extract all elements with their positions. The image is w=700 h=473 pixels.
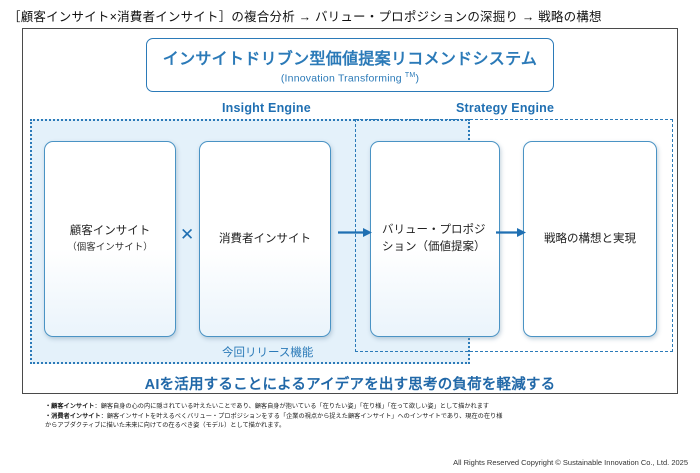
process-box-customer-insight-text: 顧客インサイト （個客インサイト）	[58, 223, 162, 254]
footnote-item-customer-insight: ・顧客インサイト：顧客自身の心の内に隠されている叶えたいことであり、顧客自身が抱…	[45, 402, 665, 412]
system-title-main: インサイトドリブン型価値提案リコメンドシステム	[162, 51, 538, 69]
process-box-customer-insight[interactable]: 顧客インサイト （個客インサイト）	[44, 141, 176, 337]
process-box-customer-insight-subtitle: （個客インサイト）	[67, 241, 153, 253]
process-box-strategy-realization-title: 戦略の構想と実現	[544, 232, 636, 245]
process-box-customer-insight-title: 顧客インサイト	[69, 225, 151, 238]
multiply-operator-icon: ✕	[180, 225, 195, 244]
footnote-item-consumer-insight: ・消費者インサイト：顧客インサイトを叶えるべくバリュー・プロポジションをする「企…	[45, 412, 665, 422]
system-title-sub-prefix: (Innovation Transforming	[280, 72, 405, 85]
process-box-strategy-realization[interactable]: 戦略の構想と実現	[523, 141, 657, 337]
footnote-body-consumer-insight-continued: からアブダクティブに描いた未来に向けての在るべき姿（モデル）として描かれます。	[45, 422, 286, 430]
value-statement-banner: AIを活用することによるアイデアを出す思考の負荷を軽減する	[144, 377, 556, 393]
process-box-consumer-insight-title: 消費者インサイト	[219, 232, 311, 245]
footnote-separator: ：	[94, 403, 101, 410]
system-title-box: インサイトドリブン型価値提案リコメンドシステム (Innovation Tran…	[146, 38, 554, 92]
arrow-right-icon-value-to-strategy	[496, 228, 526, 237]
strategy-engine-zone	[355, 119, 673, 352]
slide-headline: ［顧客インサイト×消費者インサイト］の複合分析 → バリュー・プロポジションの深…	[8, 10, 602, 24]
process-box-consumer-insight[interactable]: 消費者インサイト	[199, 141, 331, 337]
copyright-footer: All Rights Reserved Copyright © Sustaina…	[453, 458, 688, 467]
strategy-engine-label: Strategy Engine	[456, 101, 555, 115]
footnote-list: ・顧客インサイト：顧客自身の心の内に隠されている叶えたいことであり、顧客自身が抱…	[45, 402, 665, 431]
process-box-consumer-insight-text: 消費者インサイト	[210, 231, 320, 248]
trademark-mark: TM	[404, 72, 416, 80]
insight-engine-label: Insight Engine	[222, 101, 311, 115]
system-title-sub-suffix: )	[415, 72, 420, 85]
process-box-value-proposition-title: バリュー・プロポジション（価値提案）	[382, 223, 486, 253]
process-box-strategy-realization-text: 戦略の構想と実現	[535, 231, 645, 248]
footnote-body-consumer-insight: 顧客インサイトを叶えるべくバリュー・プロポジションをする「企業の視点から捉えた顧…	[106, 412, 503, 420]
process-box-value-proposition[interactable]: バリュー・プロポジション（価値提案）	[370, 141, 500, 337]
release-scope-label: 今回リリース機能	[222, 347, 314, 359]
arrow-right-icon-insight-to-value	[338, 228, 372, 237]
system-title-sub: (Innovation Transforming TM)	[281, 72, 419, 85]
footnote-body-customer-insight: 顧客自身の心の内に隠されている叶えたいことであり、顧客自身が抱いている「在りたい…	[100, 403, 490, 410]
footnote-separator-2: ：	[100, 412, 107, 420]
process-box-value-proposition-text: バリュー・プロポジション（価値提案）	[371, 222, 499, 257]
footnote-term-consumer-insight: ・消費者インサイト	[45, 412, 101, 420]
footnote-term-customer-insight: ・顧客インサイト	[45, 403, 95, 410]
